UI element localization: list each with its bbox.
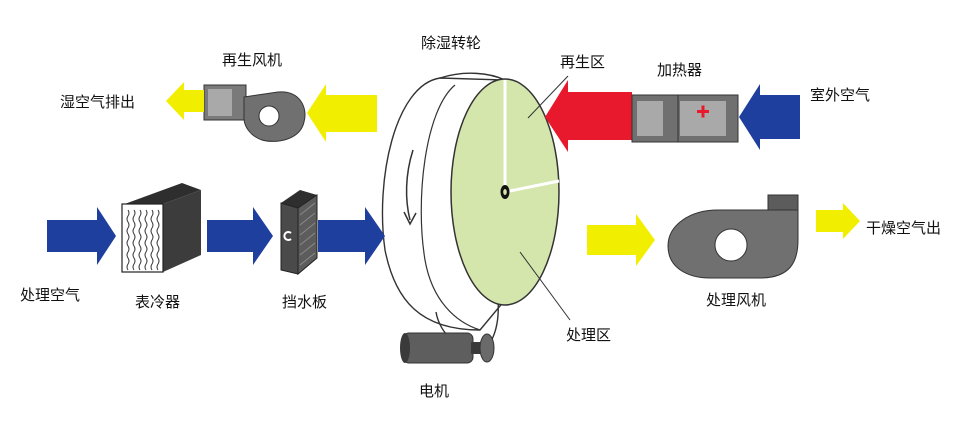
rotation-arrow (405, 149, 414, 221)
mist-eliminator (280, 190, 318, 276)
outdoor-air-arrow (739, 84, 800, 150)
rotor-hub-center (503, 189, 507, 195)
regen-exhaust-arrow-in (307, 84, 377, 142)
label-outdoor-air: 室外空气 (810, 86, 870, 104)
label-process-fan: 处理风机 (706, 291, 766, 309)
leader-process-zone (519, 251, 571, 321)
label-process-zone: 处理区 (566, 326, 611, 344)
eliminator-face (280, 202, 299, 275)
cooling-coil-front (121, 203, 164, 273)
label-eliminator: 挡水板 (282, 293, 327, 311)
heater (631, 94, 739, 143)
cooling-coil-side (163, 190, 201, 272)
rotation-arrowhead (403, 211, 417, 226)
plus-icon (697, 105, 709, 118)
label-regen-zone: 再生区 (560, 53, 605, 71)
label-process-air: 处理空气 (20, 286, 80, 304)
process-air-arrow-3 (318, 207, 385, 265)
dry-air-out-arrow (816, 203, 860, 239)
wet-air-exhaust-arrow (166, 82, 204, 120)
regen-sector-line-horizontal (504, 179, 560, 194)
cooling-coil-fins (126, 209, 160, 271)
cooling-coil (121, 183, 201, 273)
rotor-rim-curve (420, 84, 481, 331)
regen-fan-inlet (258, 105, 280, 127)
heater-left-panel (637, 101, 663, 136)
motor-end-cap (400, 333, 410, 363)
label-heater: 加热器 (657, 61, 702, 79)
regen-fan (203, 84, 306, 142)
desiccant-rotor (381, 72, 571, 353)
label-regen-fan: 再生风机 (222, 51, 282, 69)
dried-air-arrow (587, 214, 655, 266)
regen-fan-outlet-face (208, 89, 232, 116)
process-fan-inlet (714, 228, 748, 262)
eliminator-droplet-icon (283, 231, 292, 241)
label-cooling-coil: 表冷器 (135, 293, 180, 311)
label-wet-air-out: 湿空气排出 (60, 93, 135, 111)
label-rotor: 除湿转轮 (421, 34, 481, 52)
label-motor: 电机 (419, 382, 449, 400)
hot-air-arrow (545, 80, 632, 152)
process-air-arrow-1 (47, 207, 116, 265)
process-air-arrow-2 (207, 207, 273, 265)
cooling-coil-top (122, 183, 201, 205)
process-fan (667, 194, 799, 279)
eliminator-top (281, 190, 317, 208)
motor-pulley (479, 333, 495, 363)
motor (400, 332, 495, 364)
motor-body (402, 332, 474, 364)
process-fan-outlet (767, 194, 799, 211)
label-dry-air-out: 干燥空气出 (866, 219, 941, 237)
leader-regen-zone (527, 75, 569, 119)
rotor-drum-top (439, 72, 506, 81)
eliminator-blades (299, 202, 316, 266)
